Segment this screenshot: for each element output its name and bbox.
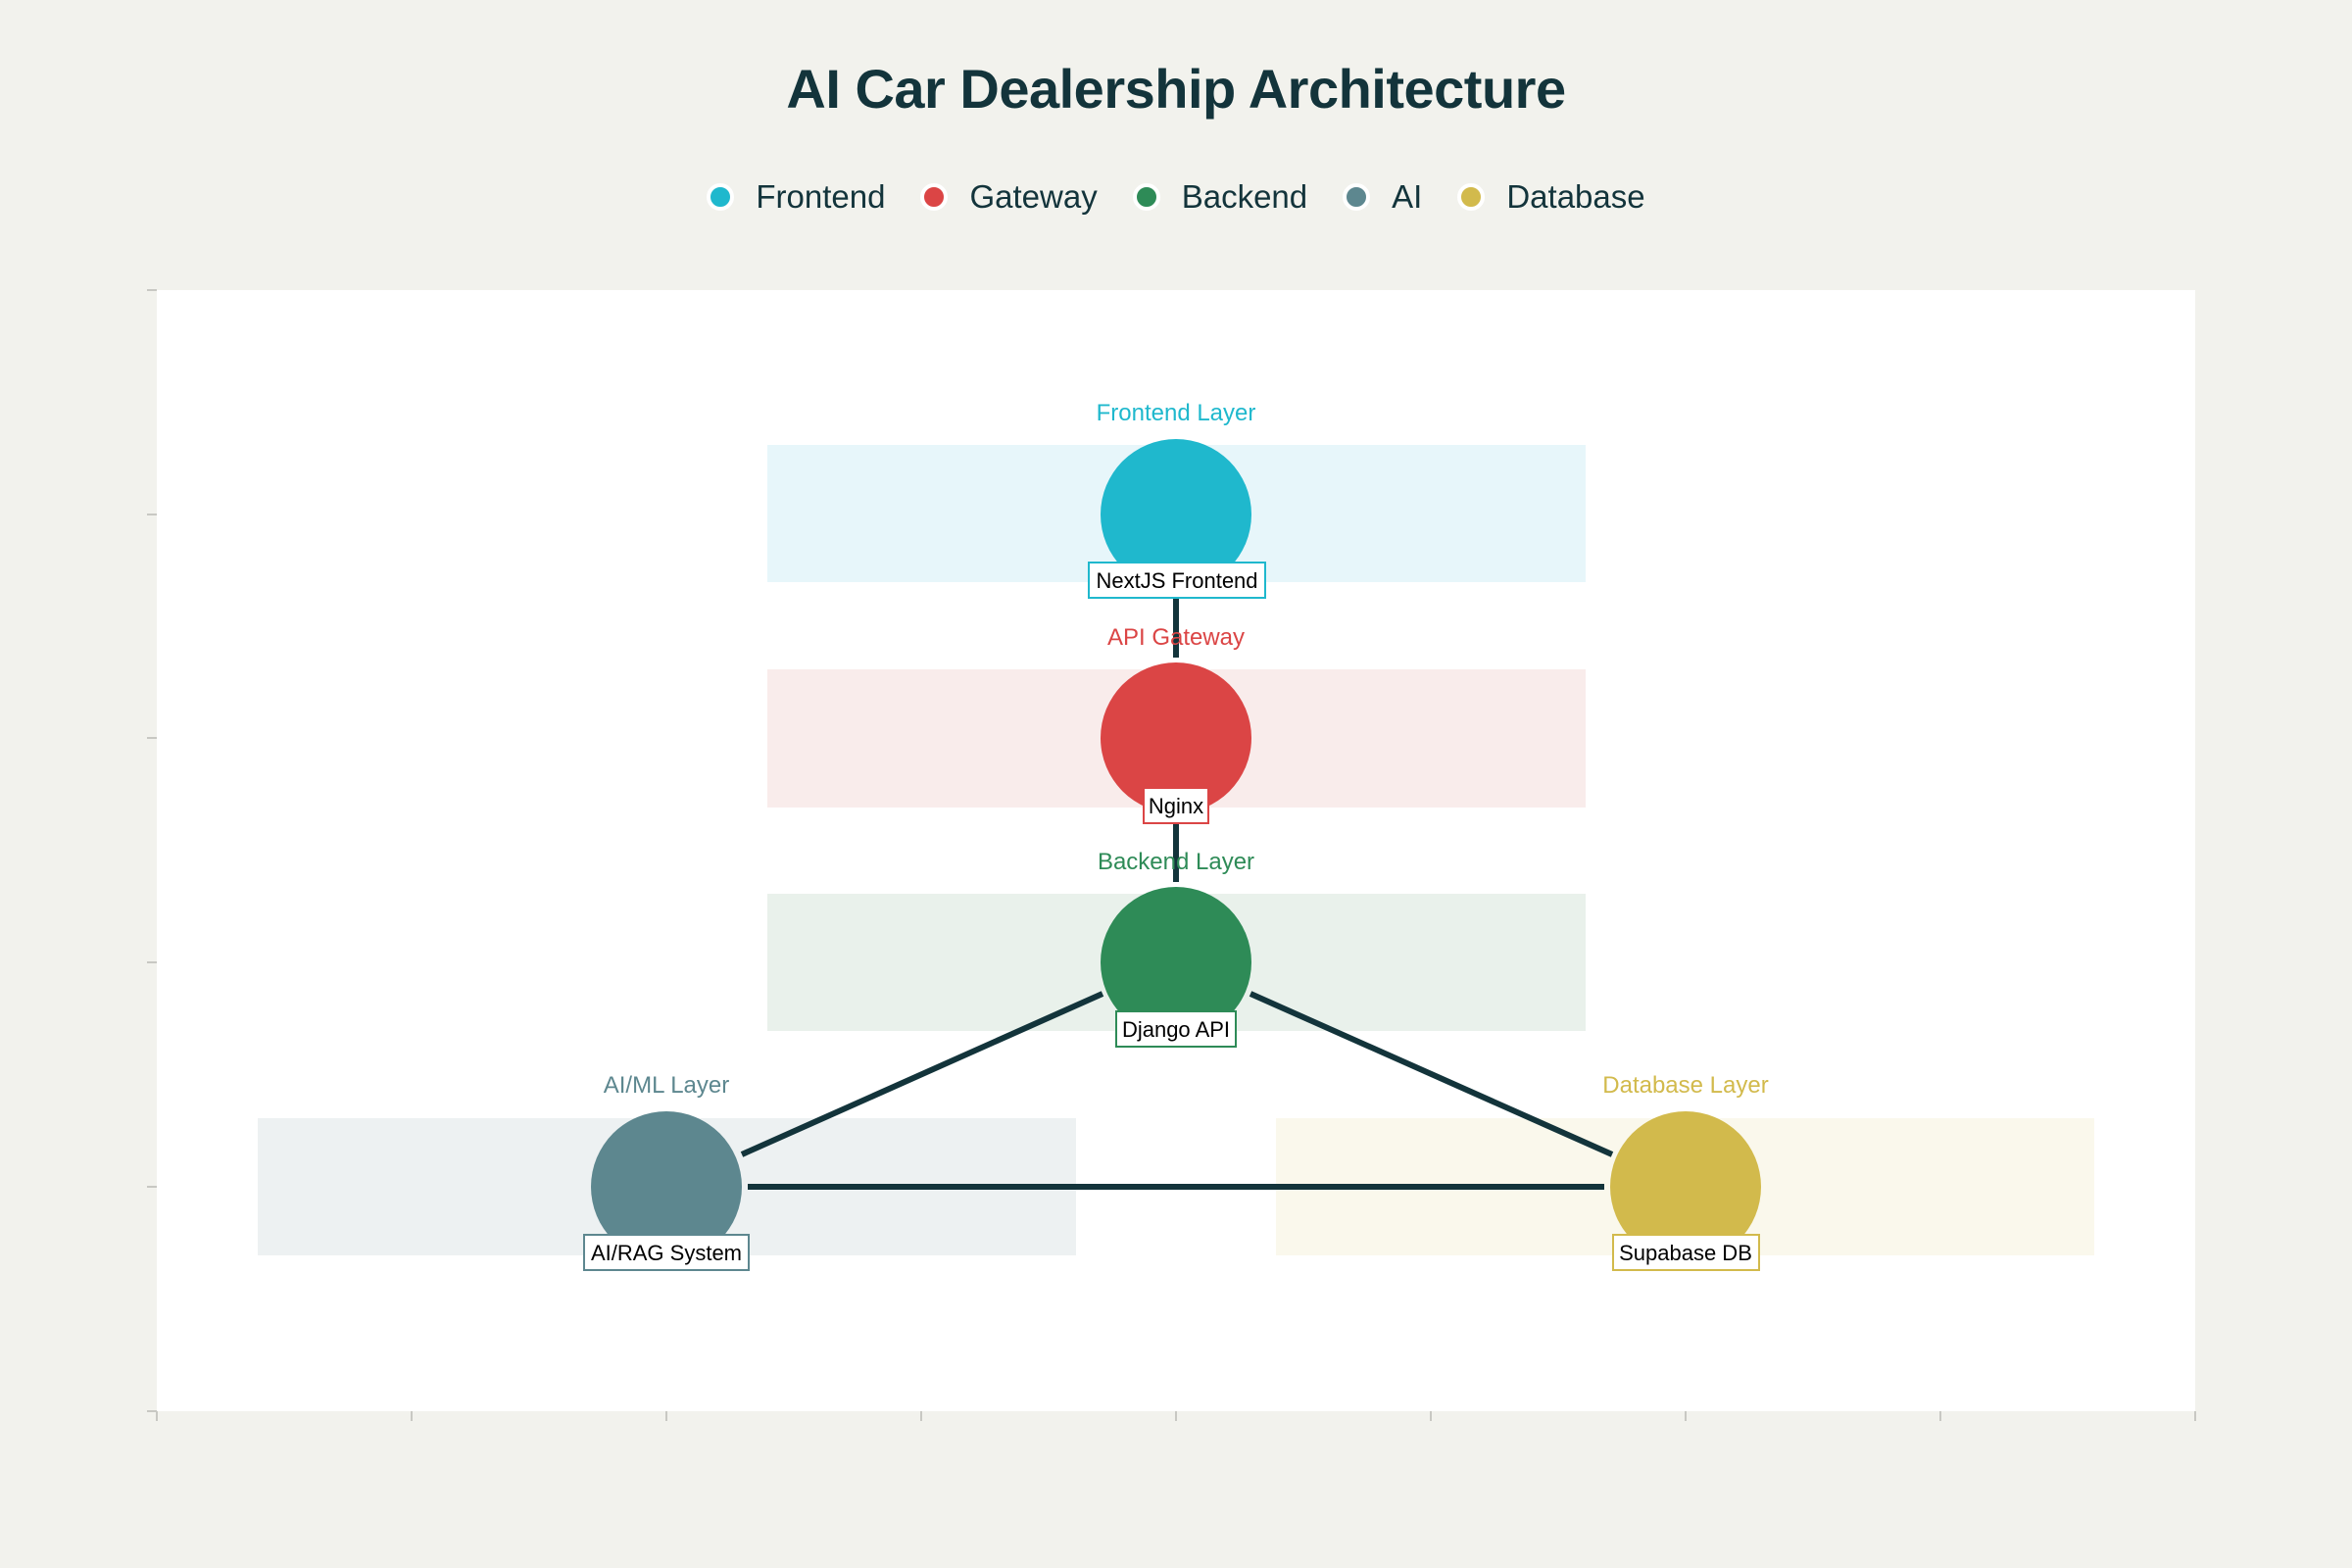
legend-dot-database: [1457, 183, 1486, 211]
legend-dot-frontend: [707, 183, 735, 211]
layer-label-frontend: Frontend Layer: [1097, 400, 1256, 426]
node-label-box-frontend: [1088, 562, 1266, 599]
legend-label-backend: Backend: [1181, 178, 1308, 215]
legend-dot-backend: [1132, 183, 1160, 211]
legend-label-gateway: Gateway: [969, 178, 1098, 215]
edge-backend-ai: [740, 991, 1104, 1157]
edge-backend-database: [1249, 991, 1614, 1157]
legend-label-frontend: Frontend: [756, 178, 886, 215]
node-backend[interactable]: [1101, 887, 1251, 1038]
legend-item-database[interactable]: Database: [1457, 178, 1645, 216]
node-database[interactable]: [1610, 1111, 1761, 1262]
node-label-box-gateway: [1143, 787, 1209, 824]
node-ai[interactable]: [591, 1111, 742, 1262]
node-label-ai: AI/RAG System: [591, 1241, 742, 1265]
layer-label-backend: Backend Layer: [1098, 849, 1254, 875]
node-label-database: Supabase DB: [1619, 1241, 1752, 1265]
legend-dot-ai: [1343, 183, 1371, 211]
node-label-box-database: [1612, 1234, 1760, 1271]
node-label-backend: Django API: [1122, 1017, 1230, 1042]
connections: [740, 598, 1614, 1190]
legend-item-gateway[interactable]: Gateway: [920, 178, 1098, 216]
layer-label-database: Database Layer: [1602, 1072, 1768, 1099]
diagram-title: AI Car Dealership Architecture: [786, 58, 1566, 120]
legend-item-backend[interactable]: Backend: [1132, 178, 1308, 216]
layer-label-ai: AI/ML Layer: [604, 1072, 730, 1099]
layer-label-gateway: API Gateway: [1107, 624, 1245, 651]
node-label-box-ai: [583, 1234, 750, 1271]
legend: Frontend Gateway Backend AI Database: [0, 178, 2352, 216]
node-label-box-backend: [1115, 1010, 1237, 1048]
node-frontend[interactable]: [1101, 439, 1251, 590]
legend-label-ai: AI: [1392, 178, 1423, 215]
node-label-frontend: NextJS Frontend: [1096, 568, 1257, 593]
legend-dot-gateway: [920, 183, 949, 211]
axis-ticks: [147, 289, 2196, 1421]
legend-item-ai[interactable]: AI: [1343, 178, 1422, 216]
node-gateway[interactable]: [1101, 662, 1251, 813]
legend-label-database: Database: [1506, 178, 1645, 215]
node-label-gateway: Nginx: [1149, 794, 1203, 818]
legend-item-frontend[interactable]: Frontend: [707, 178, 885, 216]
